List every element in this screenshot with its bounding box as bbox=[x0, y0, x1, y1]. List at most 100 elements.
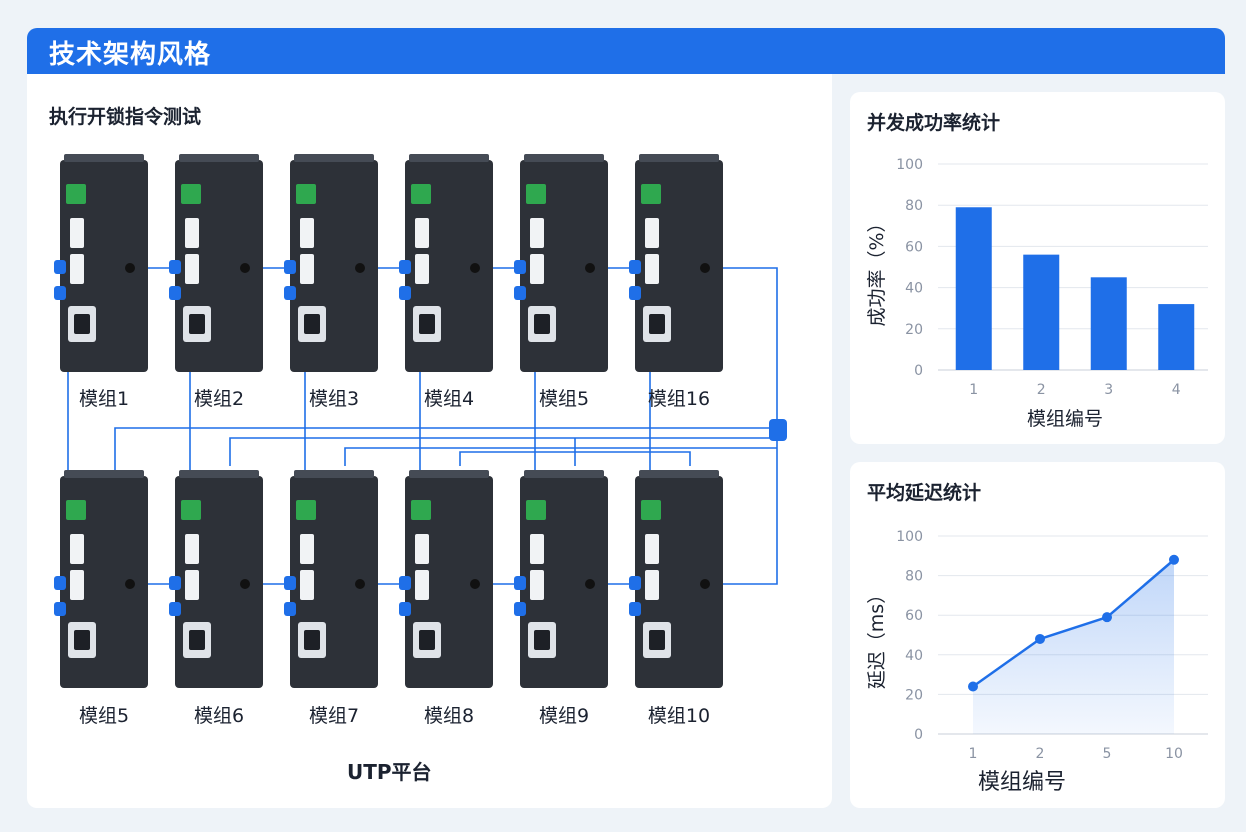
module-label: 模组5 bbox=[59, 701, 149, 728]
module-label: 模组10 bbox=[634, 701, 724, 728]
link-connector bbox=[54, 576, 66, 590]
header-banner: 技术架构风格 bbox=[27, 28, 1225, 74]
link-connector bbox=[514, 286, 526, 300]
module-label: 模组16 bbox=[634, 384, 724, 411]
rj45-socket bbox=[74, 314, 90, 334]
x-tick-label: 1 bbox=[969, 746, 978, 762]
rj45-socket bbox=[649, 630, 665, 650]
usb-port bbox=[645, 570, 659, 600]
usb-port bbox=[300, 218, 314, 248]
x-tick-label: 4 bbox=[1172, 382, 1181, 398]
link-connector bbox=[514, 260, 526, 274]
x-tick-label: 5 bbox=[1103, 746, 1112, 762]
terminal-block bbox=[526, 184, 546, 204]
rj45-socket bbox=[304, 630, 320, 650]
module-label: 模组7 bbox=[289, 701, 379, 728]
antenna-connector bbox=[470, 263, 480, 273]
x-tick-label: 2 bbox=[1037, 382, 1046, 398]
antenna-connector bbox=[355, 579, 365, 589]
data-point bbox=[1035, 634, 1045, 644]
usb-port bbox=[415, 534, 429, 564]
terminal-block bbox=[181, 500, 201, 520]
y-tick-label: 40 bbox=[905, 648, 923, 664]
usb-port bbox=[530, 534, 544, 564]
rj45-socket bbox=[649, 314, 665, 334]
x-tick-label: 10 bbox=[1165, 746, 1183, 762]
terminal-block bbox=[66, 500, 86, 520]
terminal-block bbox=[296, 500, 316, 520]
terminal-block bbox=[296, 184, 316, 204]
device-top bbox=[524, 470, 604, 478]
module-label: 模组6 bbox=[174, 701, 264, 728]
device-top bbox=[639, 470, 719, 478]
bar bbox=[1158, 304, 1194, 370]
usb-port bbox=[530, 218, 544, 248]
link-connector bbox=[54, 602, 66, 616]
device-top bbox=[524, 154, 604, 162]
module-device bbox=[629, 470, 723, 688]
antenna-connector bbox=[125, 263, 135, 273]
link-connector bbox=[169, 286, 181, 300]
y-tick-label: 0 bbox=[914, 363, 923, 379]
module-device bbox=[399, 470, 493, 688]
link-connector bbox=[629, 260, 641, 274]
link-connector bbox=[629, 602, 641, 616]
usb-port bbox=[70, 534, 84, 564]
bar bbox=[956, 207, 992, 370]
usb-port bbox=[300, 254, 314, 284]
rj45-socket bbox=[189, 314, 205, 334]
y-tick-label: 20 bbox=[905, 687, 923, 703]
module-device bbox=[169, 154, 263, 372]
antenna-connector bbox=[585, 579, 595, 589]
link-connector bbox=[629, 576, 641, 590]
device-top bbox=[179, 470, 259, 478]
y-axis-title: 延迟（ms） bbox=[866, 585, 888, 689]
usb-port bbox=[70, 254, 84, 284]
link-connector bbox=[514, 576, 526, 590]
data-point bbox=[968, 681, 978, 691]
usb-port bbox=[645, 254, 659, 284]
usb-port bbox=[300, 570, 314, 600]
module-device bbox=[399, 154, 493, 372]
data-point bbox=[1169, 555, 1179, 565]
y-tick-label: 100 bbox=[896, 157, 923, 173]
link-connector bbox=[629, 286, 641, 300]
link-connector bbox=[169, 602, 181, 616]
link-connector bbox=[399, 286, 411, 300]
rj45-socket bbox=[419, 314, 435, 334]
device-top bbox=[294, 470, 374, 478]
usb-port bbox=[530, 570, 544, 600]
usb-port bbox=[185, 254, 199, 284]
device-top bbox=[409, 470, 489, 478]
usb-port bbox=[645, 218, 659, 248]
antenna-connector bbox=[125, 579, 135, 589]
x-tick-label: 2 bbox=[1036, 746, 1045, 762]
module-label: 模组3 bbox=[289, 384, 379, 411]
success-rate-chart: 1008060402001234模组编号成功率（%） bbox=[850, 92, 1225, 444]
device-top bbox=[64, 470, 144, 478]
link-connector bbox=[284, 286, 296, 300]
link-connector bbox=[284, 602, 296, 616]
terminal-block bbox=[641, 184, 661, 204]
link-connector bbox=[284, 576, 296, 590]
bar bbox=[1091, 277, 1127, 370]
link-connector bbox=[399, 260, 411, 274]
module-label: 模组8 bbox=[404, 701, 494, 728]
link-connector bbox=[399, 602, 411, 616]
x-axis-title: 模组编号 bbox=[978, 770, 1066, 795]
rj45-socket bbox=[189, 630, 205, 650]
module-device bbox=[54, 154, 148, 372]
link-connector bbox=[54, 286, 66, 300]
y-tick-label: 80 bbox=[905, 569, 923, 585]
module-device bbox=[514, 470, 608, 688]
usb-port bbox=[300, 534, 314, 564]
topology-diagram bbox=[27, 74, 832, 808]
terminal-block bbox=[411, 184, 431, 204]
device-top bbox=[409, 154, 489, 162]
terminal-block bbox=[181, 184, 201, 204]
link-connector bbox=[169, 260, 181, 274]
antenna-connector bbox=[470, 579, 480, 589]
link-connector bbox=[514, 602, 526, 616]
x-tick-label: 3 bbox=[1104, 382, 1113, 398]
